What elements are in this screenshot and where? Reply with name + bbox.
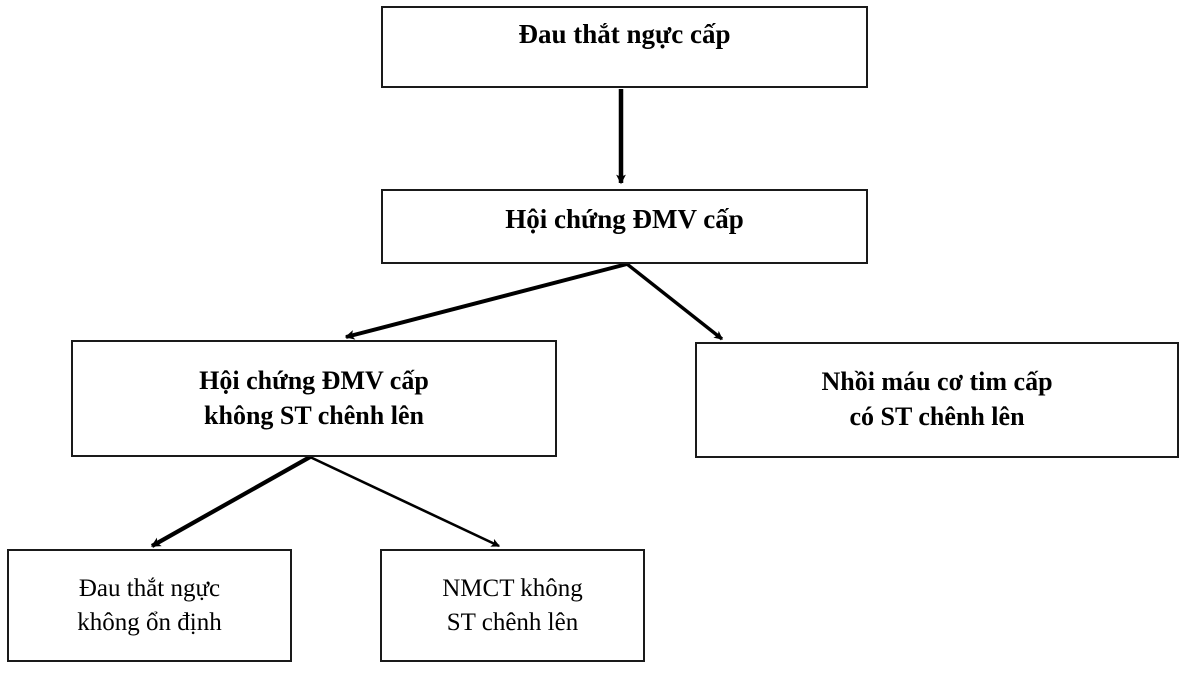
node-stemi-line-1: Nhồi máu cơ tim cấp xyxy=(821,367,1053,397)
node-nstemi: NMCT không ST chênh lên xyxy=(380,549,645,662)
edge-nstacs-to-angina xyxy=(150,455,312,548)
node-acs-line-1: Hội chứng ĐMV cấp xyxy=(505,204,744,234)
node-nstemi-line-1: NMCT không xyxy=(442,575,583,602)
edge-nstacs-to-nstemi xyxy=(309,455,501,548)
node-unstable-angina-line-2: không ổn định xyxy=(77,608,222,636)
edge-acs-to-stemi xyxy=(625,262,724,341)
node-nste-acs-line-1: Hội chứng ĐMV cấp xyxy=(199,365,429,395)
node-stemi-line-2: có ST chênh lên xyxy=(849,402,1025,431)
node-acute-coronary-syndrome: Hội chứng ĐMV cấp xyxy=(381,189,868,264)
node-acute-chest-pain-line-1: Đau thắt ngực cấp xyxy=(518,19,731,49)
node-acute-chest-pain: Đau thắt ngực cấp xyxy=(381,6,868,88)
node-nste-acs: Hội chứng ĐMV cấp không ST chênh lên xyxy=(71,340,557,457)
node-unstable-angina-line-1: Đau thắt ngực xyxy=(78,575,221,602)
node-nstemi-line-2: ST chênh lên xyxy=(446,608,579,636)
node-stemi: Nhồi máu cơ tim cấp có ST chênh lên xyxy=(695,342,1179,458)
edge-acs-to-nstacs xyxy=(344,262,628,340)
node-nste-acs-line-2: không ST chênh lên xyxy=(204,400,424,430)
node-unstable-angina: Đau thắt ngực không ổn định xyxy=(7,549,292,662)
